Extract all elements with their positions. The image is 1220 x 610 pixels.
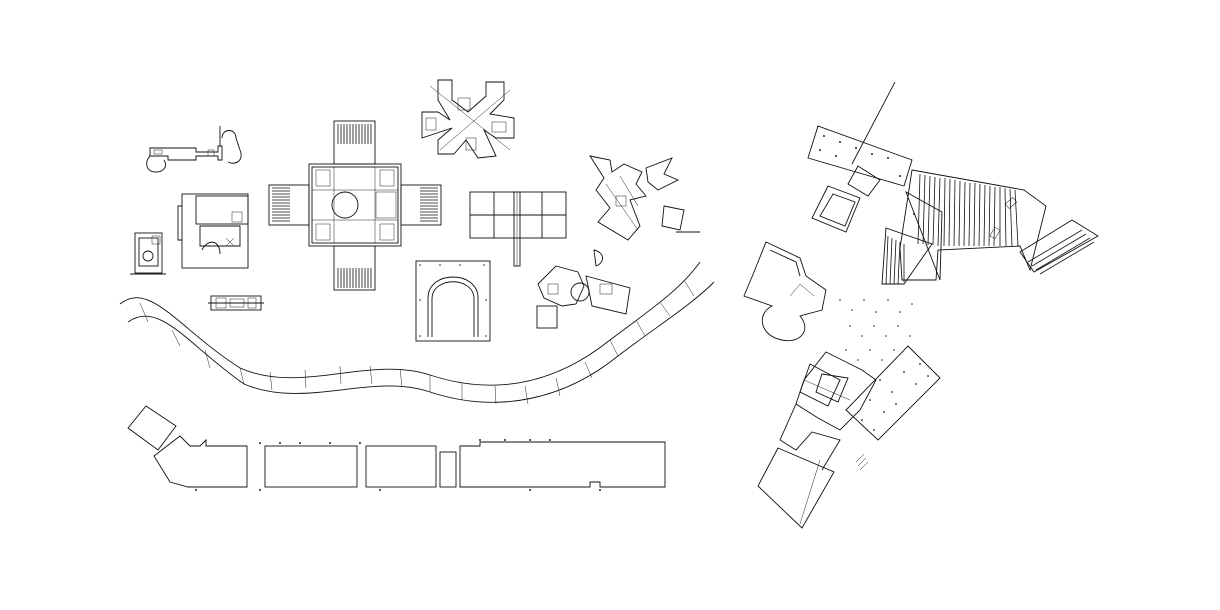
grid-frame-plan xyxy=(469,191,567,267)
triangular-site-plan xyxy=(807,81,1099,285)
square-house-plan xyxy=(130,232,166,275)
serpentine-wall xyxy=(119,261,715,405)
arched-pavilion-plan xyxy=(415,260,491,342)
long-bar-building-plan xyxy=(127,405,666,491)
rotated-complex-plan xyxy=(757,345,941,529)
pinwheel-plan xyxy=(421,79,515,159)
angular-fragmented-plan xyxy=(589,155,700,241)
small-elongated-plan xyxy=(146,126,242,173)
clustered-rooms-plan xyxy=(536,249,631,329)
courtyard-house-plan xyxy=(177,193,249,269)
cruciform-villa-plan xyxy=(268,120,442,291)
plaza-dot-grid xyxy=(839,299,913,361)
tiny-plan xyxy=(208,295,264,311)
round-room-plan xyxy=(743,241,827,342)
